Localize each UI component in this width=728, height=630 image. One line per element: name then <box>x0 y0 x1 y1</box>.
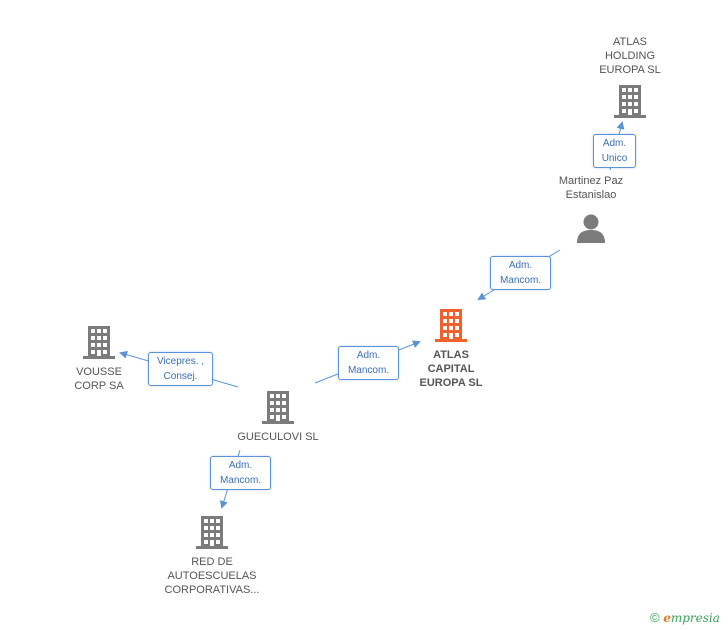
gueculovi-label: GUECULOVI SL <box>237 431 319 443</box>
vousse-label: VOUSSE CORP SA <box>74 366 124 392</box>
building-icon <box>262 391 294 424</box>
edge-label-adm-mancom-gueculovi[interactable]: Adm. Mancom. <box>338 346 399 380</box>
edge-label-adm-mancom-martinez[interactable]: Adm. Mancom. <box>490 256 551 290</box>
edge-label-vicepres-consej[interactable]: Vicepres. , Consej. <box>148 352 213 386</box>
building-icon <box>83 326 115 359</box>
red-label: RED DE AUTOESCUELAS CORPORATIVAS... <box>164 556 260 596</box>
brand-rest: mpresia <box>670 611 720 625</box>
person-icon <box>577 214 605 243</box>
martinez-label: Martinez Paz Estanislao <box>558 175 624 201</box>
building-icon <box>196 516 228 549</box>
brand-name: empresia <box>663 611 720 625</box>
atlas-capital-label: ATLAS CAPITAL EUROPA SL <box>419 349 483 389</box>
empresia-logo[interactable]: © empresia <box>650 610 720 625</box>
building-icon <box>435 309 467 342</box>
copyright-symbol: © <box>650 610 660 625</box>
atlas-holding-label: ATLAS HOLDING EUROPA SL <box>599 36 661 76</box>
edge-label-adm-mancom-red[interactable]: Adm. Mancom. <box>210 456 271 490</box>
building-icon <box>614 85 646 118</box>
edge-label-adm-unico[interactable]: Adm. Unico <box>593 134 636 168</box>
brand-initial: e <box>663 611 671 625</box>
